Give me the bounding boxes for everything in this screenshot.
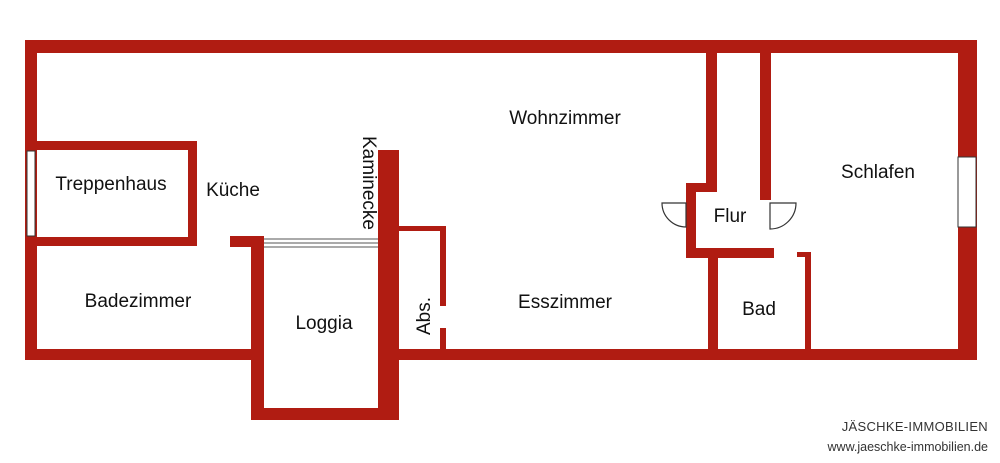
loggia-window [264, 238, 378, 248]
door-swing-left [661, 202, 687, 228]
door-swing-right [769, 202, 797, 230]
wall-abs-top [399, 226, 446, 231]
wall-flur-bottom [686, 248, 774, 258]
wall-flur-left-top [686, 183, 717, 192]
wall-shaft-right [760, 40, 771, 200]
label-badezimmer: Badezimmer [85, 291, 192, 312]
wall-top [25, 40, 977, 53]
label-kueche: Küche [206, 180, 260, 201]
wall-flur-left [686, 183, 696, 258]
label-schlafen: Schlafen [841, 162, 915, 183]
wall-loggia-stub [230, 236, 264, 247]
wall-bad-right [805, 252, 811, 352]
brand-url: www.jaeschke-immobilien.de [827, 440, 988, 454]
wall-bottom-right [385, 349, 977, 360]
label-abs: Abs. [414, 297, 435, 335]
wall-treppenhaus-bottom [25, 237, 197, 246]
walls [25, 40, 977, 420]
wall-treppenhaus-top [25, 141, 197, 150]
window-right [957, 156, 977, 228]
wall-abs-right-upper [440, 226, 446, 306]
wall-bad-left [708, 248, 718, 353]
wall-loggia-left [251, 236, 264, 420]
brand-name: JÄSCHKE-IMMOBILIEN [841, 419, 988, 434]
label-bad: Bad [742, 299, 776, 320]
label-treppenhaus: Treppenhaus [55, 174, 166, 195]
label-loggia: Loggia [295, 313, 352, 334]
wall-treppenhaus-right [188, 141, 197, 246]
label-flur: Flur [714, 206, 747, 227]
window-left [26, 150, 36, 237]
label-kaminecke: Kaminecke [358, 136, 379, 230]
wall-shaft-left [706, 40, 717, 190]
label-wohnzimmer: Wohnzimmer [509, 108, 621, 129]
wall-abs-right-lower [440, 328, 446, 355]
wall-bad-right-cap [797, 252, 811, 257]
label-esszimmer: Esszimmer [518, 292, 613, 313]
wall-bottom-left [25, 349, 251, 360]
wall-kamin [378, 150, 399, 420]
wall-loggia-bottom [251, 408, 399, 420]
